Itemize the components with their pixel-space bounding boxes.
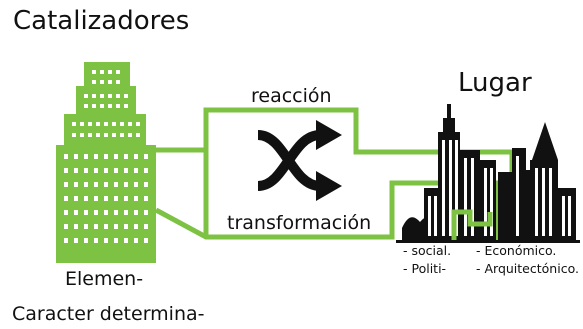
- caption-text: Caracter determina-: [12, 303, 205, 325]
- page-title: Catalizadores: [13, 6, 190, 36]
- shuffle-arrows-icon: [257, 120, 342, 201]
- aspect-social: - social.: [403, 243, 452, 258]
- aspect-economic: - Económico.: [476, 243, 557, 258]
- green-building-icon: [56, 62, 156, 263]
- place-label: Lugar: [458, 68, 532, 98]
- element-label: Elemen-: [65, 268, 144, 290]
- reaction-label: reacción: [251, 85, 332, 107]
- city-skyline-icon: [396, 104, 580, 243]
- aspect-political: - Politi-: [403, 261, 447, 276]
- aspect-architectural: - Arquitectónico.: [476, 261, 579, 276]
- transformation-label: transformación: [227, 212, 372, 234]
